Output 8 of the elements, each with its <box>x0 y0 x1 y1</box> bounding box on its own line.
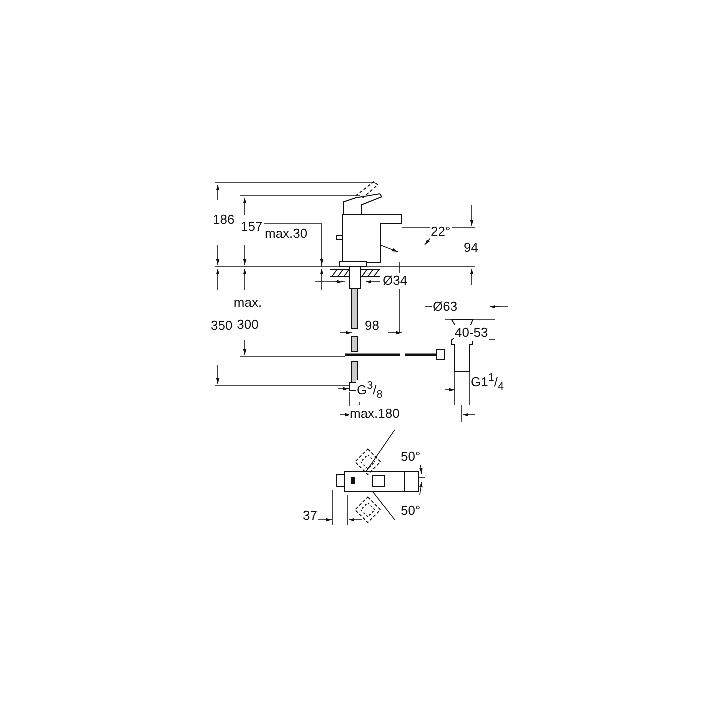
angle-label: 50° <box>400 449 422 465</box>
dimension-label: max. 300 <box>232 294 264 334</box>
thread-label: G$^{3}$/$_{8}$ <box>356 380 384 402</box>
dimension-label: 40-53 <box>454 325 490 341</box>
thread-label: G1$^{1}$/$_{4}$ <box>470 372 506 394</box>
angle-label: 22° <box>430 224 452 240</box>
diameter-label: Ø34 <box>382 273 409 289</box>
dimension-label: max.180 <box>349 406 401 422</box>
